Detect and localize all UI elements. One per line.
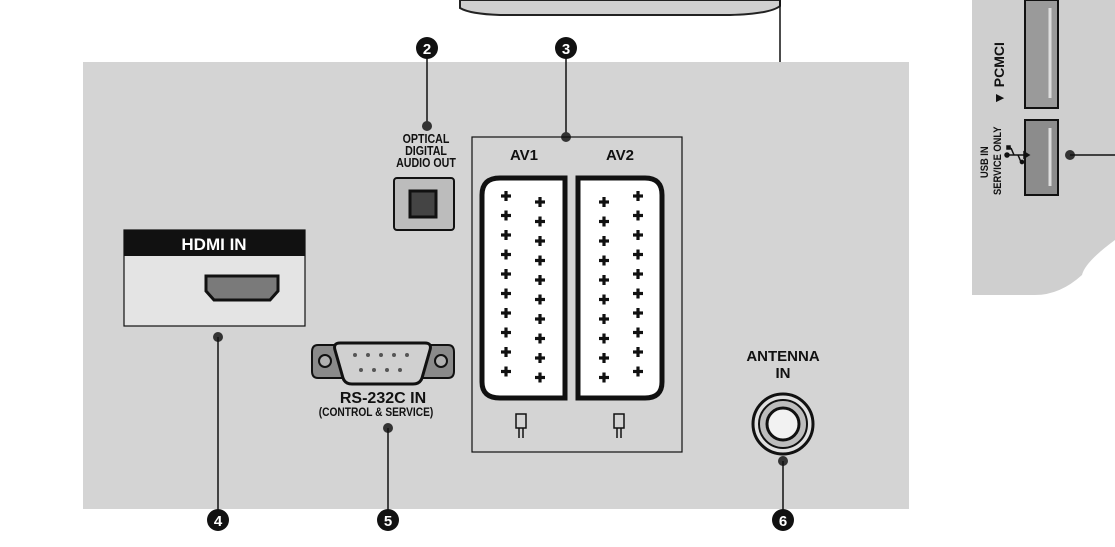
av-scart-frame — [471, 136, 683, 453]
usb-label-line2: SERVICE ONLY — [992, 126, 1004, 195]
leader-dot-2 — [422, 121, 432, 131]
av2-scart-symbol-icon — [613, 413, 625, 438]
optical-label-line1: OPTICAL — [403, 131, 450, 146]
av1-scart-port[interactable] — [479, 175, 568, 401]
callout-3-number: 3 — [562, 41, 570, 58]
callout-3 — [555, 37, 577, 59]
av2-label: AV2 — [606, 147, 634, 164]
rs232c-sublabel: (CONTROL & SERVICE) — [319, 406, 434, 419]
callout-2 — [416, 37, 438, 59]
usb-port[interactable] — [1024, 119, 1059, 196]
rs232c-port[interactable] — [311, 341, 455, 386]
callout-2-number: 2 — [423, 41, 431, 58]
hdmi-port[interactable] — [204, 274, 280, 302]
antenna-label-line1: ANTENNA — [746, 348, 819, 365]
scart-pins — [599, 191, 643, 383]
optical-label-line3: AUDIO OUT — [396, 155, 456, 170]
optical-label-line2: DIGITAL — [405, 143, 447, 158]
av1-scart-symbol-icon — [515, 413, 527, 438]
hdmi-label: HDMI IN — [181, 235, 246, 254]
callout-6-number: 6 — [779, 513, 787, 530]
tv-stand-edge — [459, 0, 781, 16]
callout-6 — [772, 509, 794, 531]
pcmcia-slot[interactable] — [1024, 0, 1059, 109]
scart-pins — [501, 191, 545, 383]
callout-4-number: 4 — [214, 513, 223, 530]
antenna-port[interactable] — [751, 392, 815, 456]
callout-5 — [377, 509, 399, 531]
callout-5-number: 5 — [384, 513, 392, 530]
av2-scart-port[interactable] — [575, 175, 665, 401]
optical-port[interactable] — [393, 177, 455, 231]
av1-label: AV1 — [510, 147, 538, 164]
usb-icon — [1004, 145, 1031, 165]
antenna-label-line2: IN — [776, 365, 791, 382]
rs232c-label: RS-232C IN — [340, 390, 426, 407]
pcmcia-label: ▼ PCMCI — [991, 42, 1007, 105]
callout-4 — [207, 509, 229, 531]
usb-label-line1: USB IN — [979, 146, 991, 178]
